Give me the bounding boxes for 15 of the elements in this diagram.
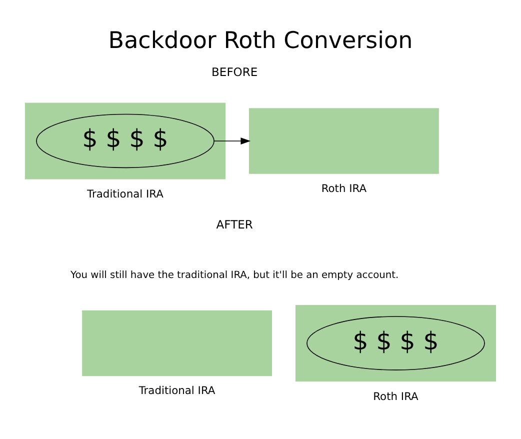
node-label: Traditional IRA [138,384,216,398]
node-label: Roth IRA [321,182,367,195]
cluster [295,305,496,382]
node-label: Traditional IRA [87,188,164,201]
node-box [82,310,272,376]
cluster [24,102,226,180]
node-ellipse: $ $ $ $ [306,316,485,370]
label: BEFORE [212,65,258,80]
label: AFTER [216,217,253,232]
node-label: Roth IRA [373,390,418,403]
arrow [214,138,251,144]
diagram-title: Backdoor Roth Conversion [108,28,413,54]
node-ellipse: $ $ $ $ [36,114,214,168]
label: You will still have the traditional IRA, but it'll be an empty account. [70,270,399,281]
node-box [249,108,439,174]
